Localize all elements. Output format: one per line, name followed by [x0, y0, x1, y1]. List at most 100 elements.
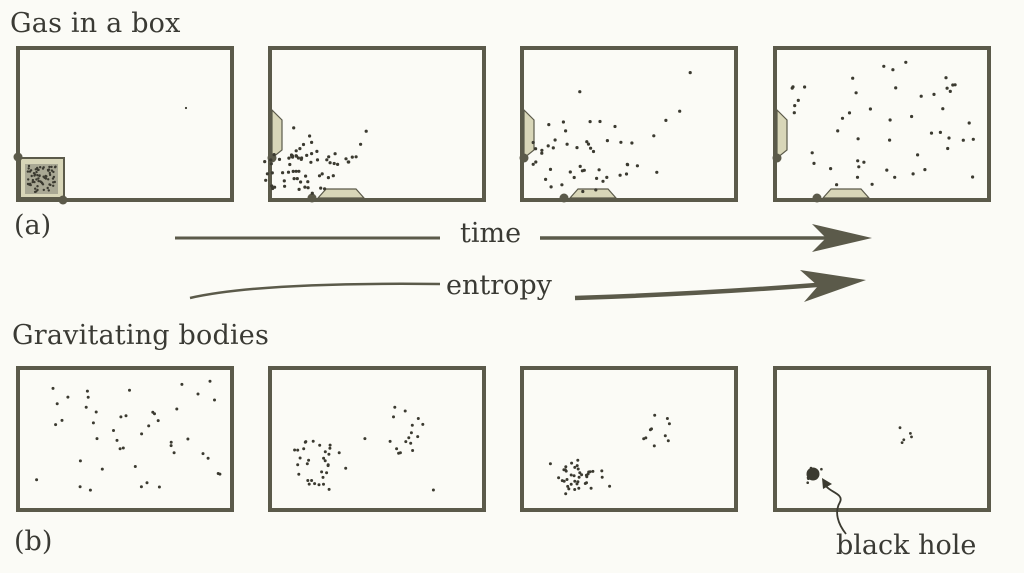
gas-molecule — [270, 184, 274, 188]
gas-molecule — [605, 175, 609, 179]
gas-molecule — [534, 147, 538, 151]
body — [569, 482, 573, 486]
gas-molecule — [46, 186, 49, 190]
gas-molecule — [904, 60, 908, 64]
gravity-box-1 — [16, 366, 234, 512]
gas-molecule — [319, 186, 323, 190]
gas-molecule — [288, 162, 292, 167]
body — [121, 446, 125, 450]
body — [216, 472, 220, 475]
body — [175, 407, 179, 411]
gas-molecule — [277, 157, 282, 161]
gas-molecule — [310, 140, 314, 144]
gas-molecule — [291, 169, 295, 173]
gas-molecule — [855, 175, 860, 179]
gas-molecule — [948, 89, 952, 93]
gas-molecule — [885, 168, 889, 172]
gas-molecule — [309, 160, 313, 164]
body — [409, 431, 413, 435]
gas-molecule — [292, 177, 296, 181]
gravity-box-3 — [520, 366, 738, 512]
body — [307, 458, 311, 462]
body — [573, 479, 577, 483]
gas-molecule — [578, 164, 582, 168]
gas-box-1 — [16, 46, 234, 202]
body — [587, 470, 591, 474]
gas-molecule — [619, 140, 623, 144]
gas-molecule — [41, 167, 45, 170]
gas-molecule — [888, 118, 892, 122]
time-arrowhead — [812, 224, 872, 252]
gas-molecule — [919, 94, 923, 98]
gas-molecule — [572, 175, 576, 180]
gas-molecule — [52, 175, 56, 179]
body — [910, 435, 913, 439]
gas-molecule — [31, 178, 35, 182]
gravity-box-2 — [268, 366, 486, 512]
body — [572, 474, 576, 478]
gas-molecule — [336, 162, 340, 166]
body — [409, 441, 413, 445]
gas-molecule — [29, 169, 33, 172]
gas-molecule — [540, 148, 544, 152]
body — [583, 482, 587, 485]
gas-molecule — [946, 146, 950, 151]
gas-molecule — [591, 149, 596, 154]
body — [416, 435, 420, 439]
gas-molecule — [299, 180, 303, 184]
gas-molecule — [283, 184, 287, 188]
body — [321, 475, 325, 479]
gas-molecule — [589, 146, 593, 150]
body — [431, 488, 435, 492]
gas-molecule — [678, 109, 682, 113]
row-gas-in-a-box — [13, 46, 991, 205]
body — [156, 419, 160, 423]
body — [575, 464, 579, 468]
label-a: (a) — [14, 210, 52, 241]
gas-molecule — [287, 156, 291, 160]
gas-molecule — [264, 178, 268, 182]
gas-molecule — [37, 179, 40, 183]
body — [305, 462, 309, 466]
gas-molecule — [48, 171, 51, 175]
gas-molecule — [941, 107, 945, 111]
gas-molecule — [354, 155, 358, 159]
gas-molecule — [269, 158, 273, 162]
body — [397, 451, 401, 455]
body — [573, 488, 577, 491]
gas-molecule — [42, 188, 45, 192]
open-valve-bottom — [568, 188, 618, 199]
body — [806, 481, 809, 485]
gas-molecule — [30, 174, 33, 178]
gas-molecule — [48, 183, 51, 186]
gas-molecule — [916, 153, 920, 157]
gas-molecule — [50, 165, 53, 169]
body — [363, 437, 367, 441]
gas-molecule — [560, 183, 564, 187]
gas-molecule — [605, 139, 610, 143]
body — [91, 421, 95, 425]
gas-molecule — [565, 142, 569, 146]
body — [566, 484, 570, 488]
row-gravitating-bodies — [16, 366, 991, 535]
body — [302, 447, 306, 451]
gas-box-4 — [773, 46, 991, 202]
gas-molecule — [870, 182, 874, 186]
body — [898, 426, 902, 430]
gas-molecule — [47, 189, 50, 192]
body — [576, 467, 580, 471]
body — [311, 439, 315, 443]
valve-hinge — [519, 153, 529, 163]
body — [642, 437, 646, 441]
gas-molecule — [331, 174, 335, 178]
gas-molecule — [54, 165, 57, 168]
body — [51, 386, 55, 390]
body — [328, 443, 332, 447]
gas-molecule — [35, 190, 38, 193]
gas-molecule — [601, 179, 605, 183]
gas-molecule — [585, 140, 589, 144]
valve-hinge — [307, 193, 317, 203]
gas-molecule — [564, 129, 568, 133]
body — [652, 444, 656, 448]
